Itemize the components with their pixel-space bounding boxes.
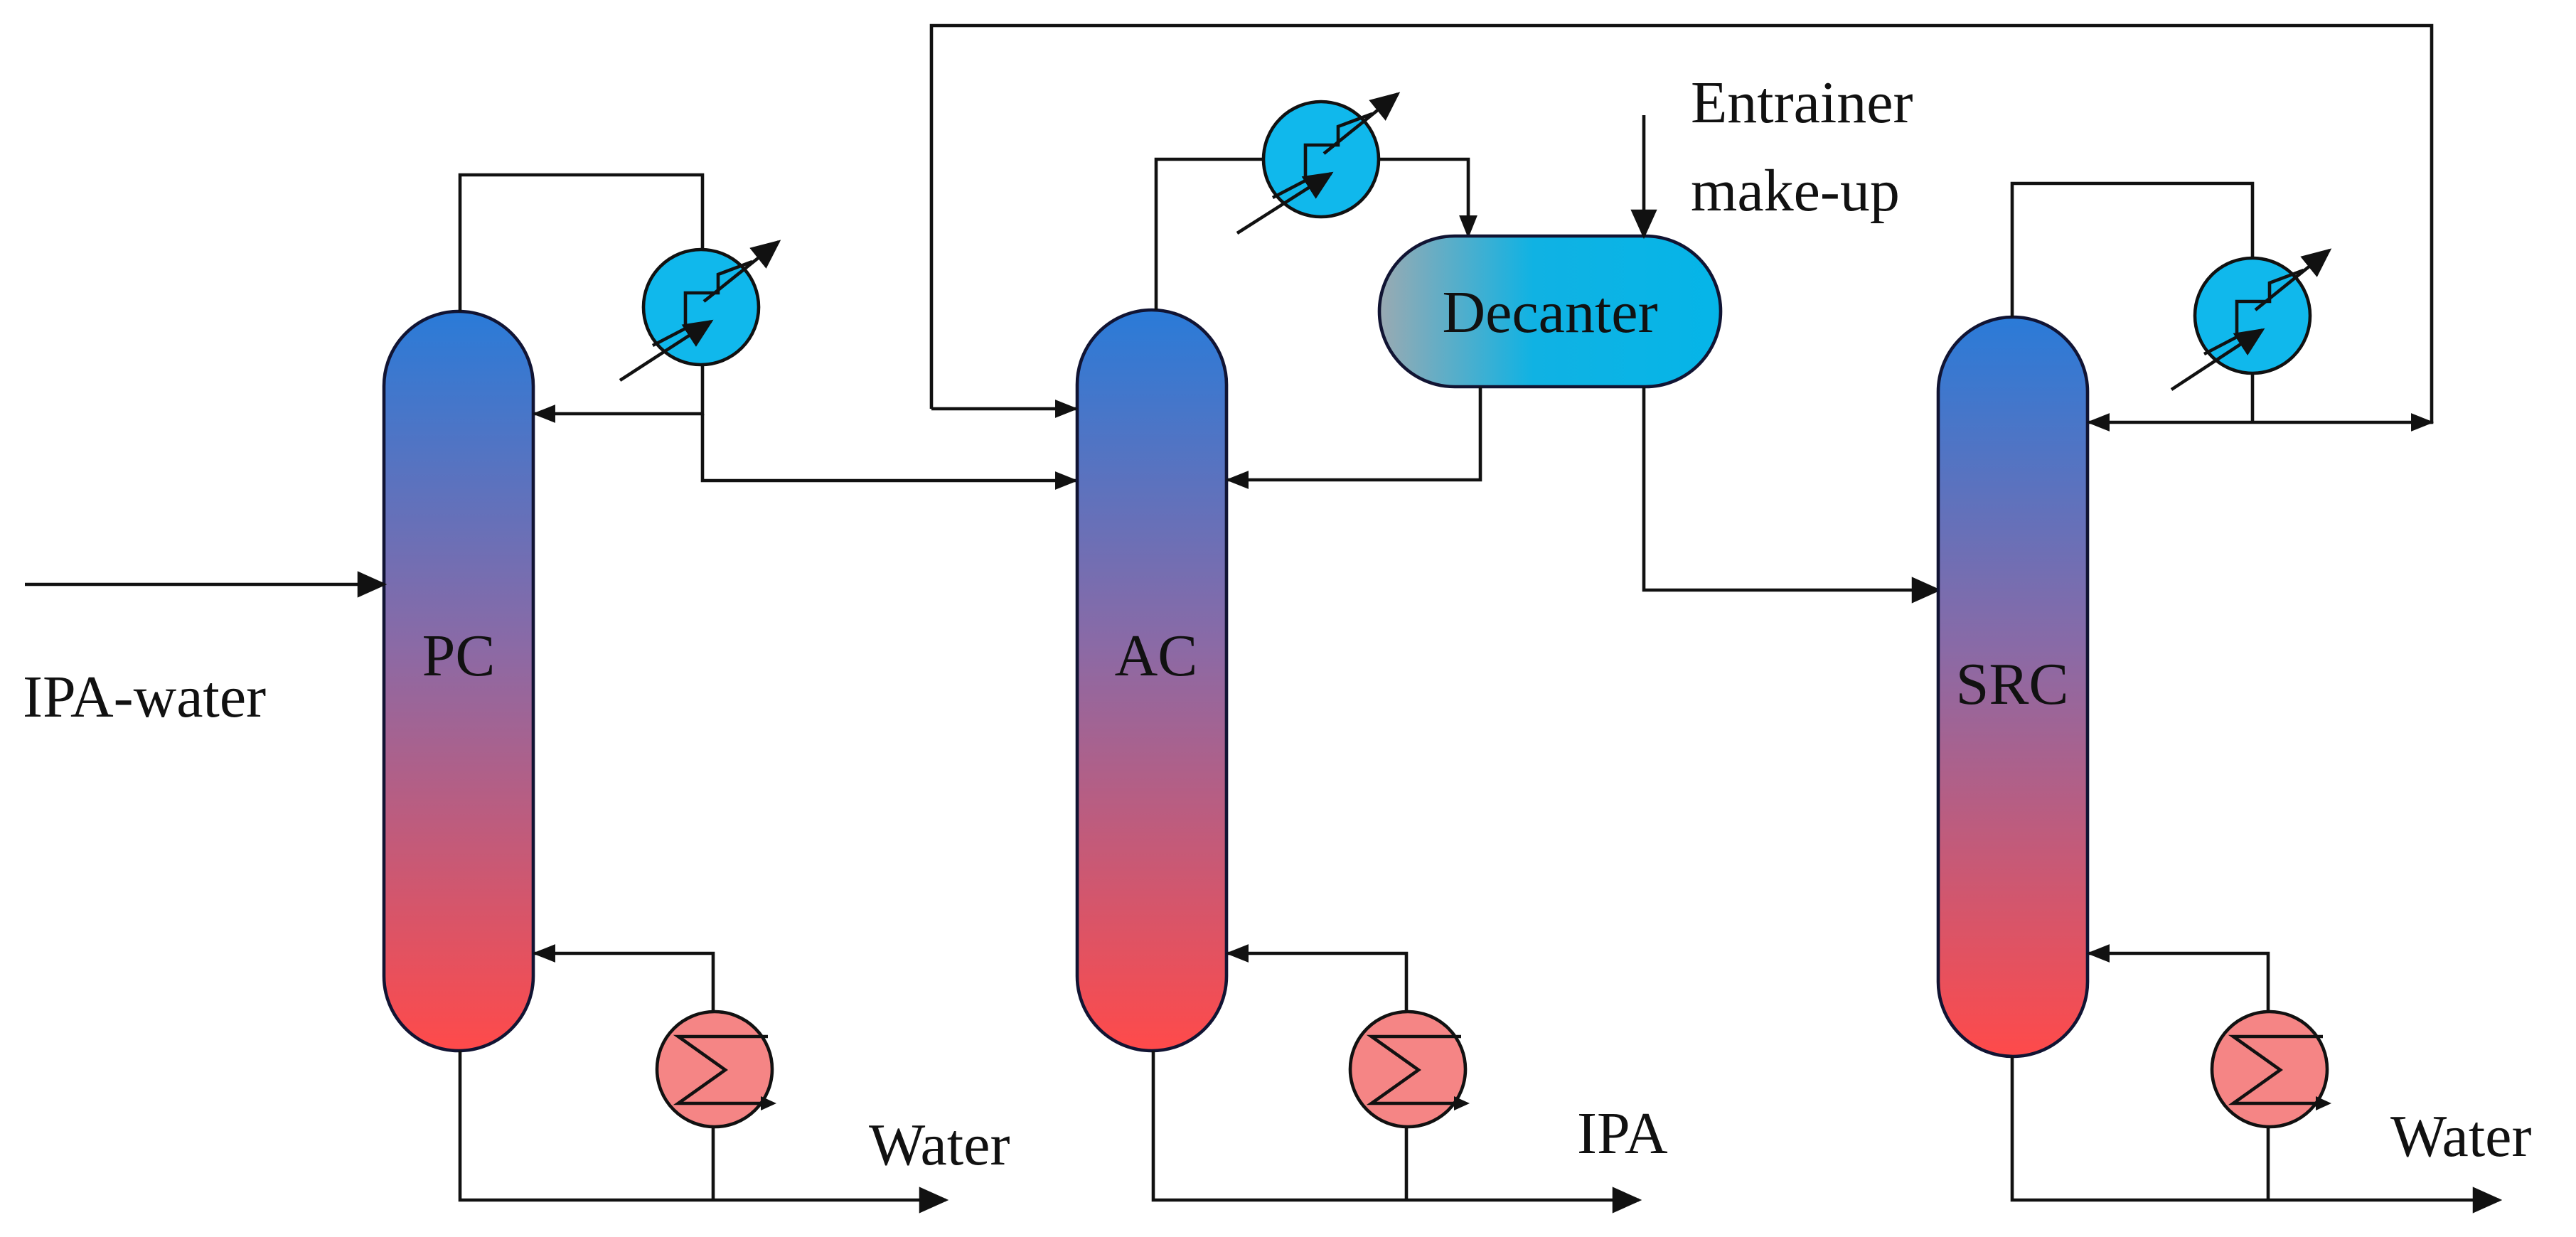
decanter-reflux-line <box>1225 387 1482 489</box>
src-reboiler-icon <box>2210 1010 2331 1129</box>
pc-condenser-icon <box>619 240 781 382</box>
pc-bottoms-line <box>458 1051 949 1214</box>
entrainer-label-line2: make-up <box>1691 158 1900 224</box>
src-column-group: SRC <box>1936 315 2090 1059</box>
ac-bottoms-line <box>1151 1051 1642 1214</box>
pc-distillate-line <box>700 414 1079 490</box>
pc-reboiler-return <box>532 944 715 1012</box>
ipa-label: IPA <box>1577 1101 1668 1167</box>
src-water-label: Water <box>2390 1103 2531 1169</box>
pc-label: PC <box>422 623 496 689</box>
entrainer-label-line1: Entrainer <box>1691 70 1913 136</box>
ac-reboiler-return <box>1225 944 1409 1012</box>
src-bottoms-line <box>2010 1056 2503 1214</box>
src-label: SRC <box>1956 651 2069 717</box>
feed-label: IPA-water <box>23 664 266 730</box>
ac-vapor-line <box>1154 157 1273 310</box>
src-vapor-line <box>2010 181 2255 317</box>
ac-condensate-line <box>1376 157 1477 239</box>
pc-reboiler-icon <box>655 1010 776 1129</box>
ac-column-group: AC <box>1075 308 1229 1053</box>
ac-reboiler-icon <box>1348 1010 1470 1129</box>
decanter-aqueous-line <box>1642 387 1942 604</box>
ac-label: AC <box>1115 623 1198 689</box>
decanter-label: Decanter <box>1442 279 1657 346</box>
src-reboiler-return <box>2086 944 2270 1012</box>
pc-water-label: Water <box>869 1112 1010 1178</box>
pc-reflux-line <box>532 363 705 423</box>
decanter: Decanter <box>1377 234 1723 389</box>
pc-column-group: PC <box>382 309 535 1053</box>
ac-condenser-icon <box>1236 92 1401 235</box>
pc-vapor-line <box>458 173 705 311</box>
src-condenser-icon <box>2170 248 2332 391</box>
